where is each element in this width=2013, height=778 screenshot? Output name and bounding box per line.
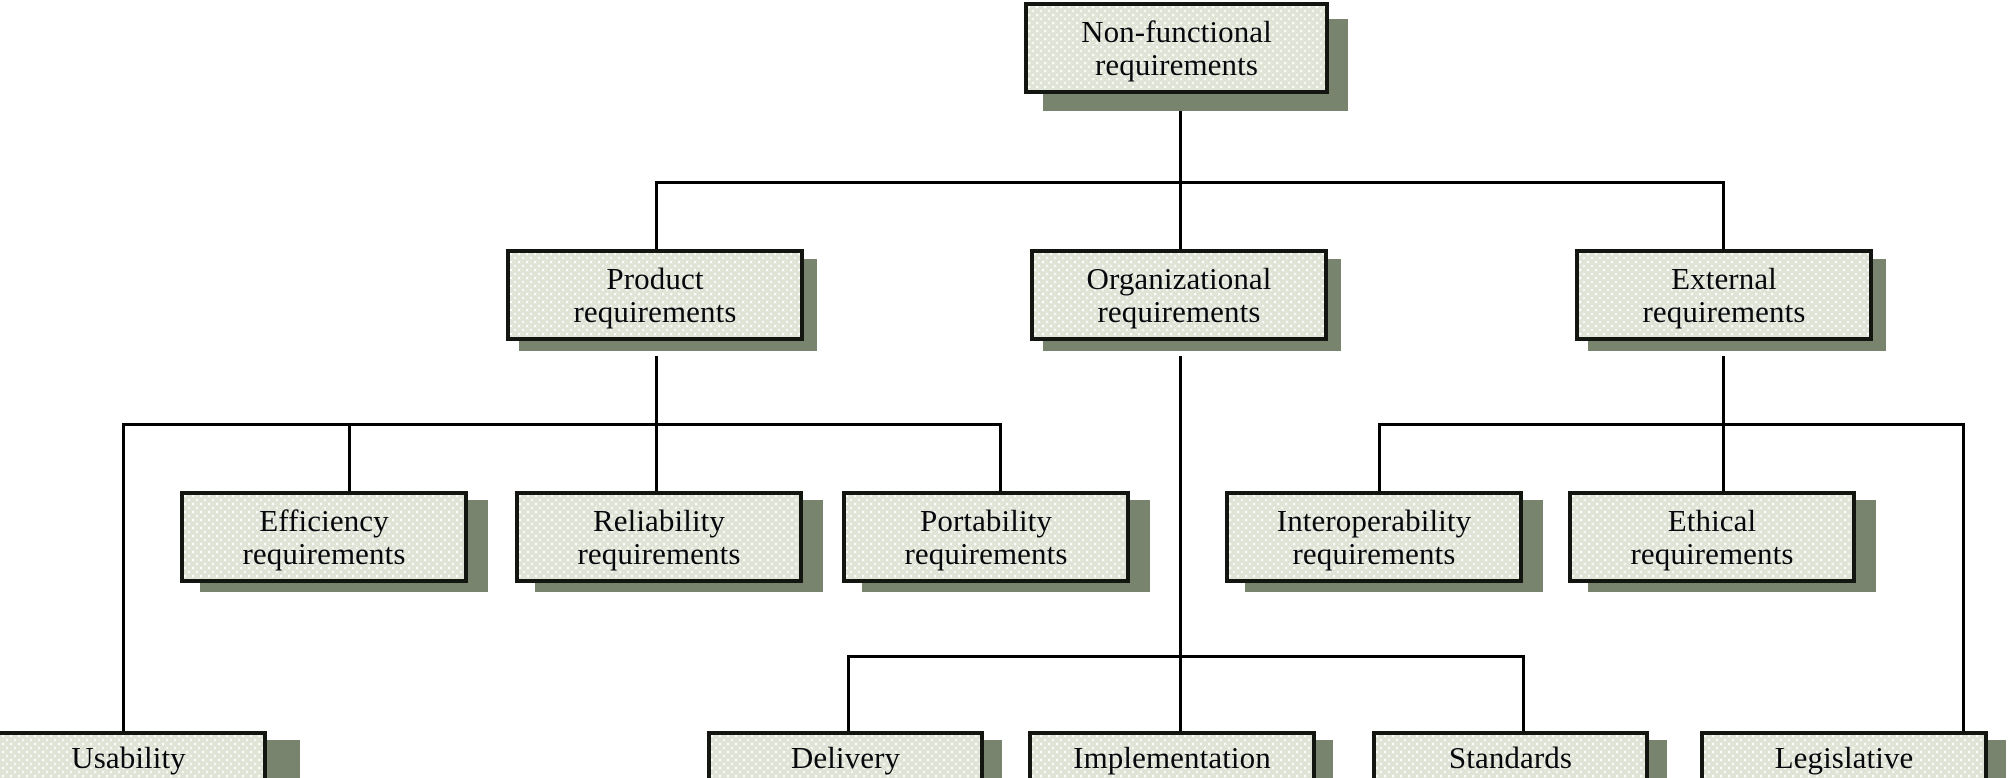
node-external-requirements[interactable]: External requirements (1575, 249, 1873, 341)
node-non-functional-requirements[interactable]: Non-functional requirements (1024, 2, 1329, 94)
connector-drop-efficiency (348, 423, 351, 491)
node-delivery-requirements[interactable]: Delivery (707, 731, 984, 778)
connector-drop-usability (122, 423, 125, 731)
node-label: Delivery (790, 740, 901, 775)
node-label: Portability requirements (904, 502, 1068, 571)
node-legislative-requirements[interactable]: Legislative (1700, 731, 1988, 778)
connector-drop-interoperability (1378, 423, 1381, 491)
connector-drop-reliability (655, 423, 658, 491)
connector-drop-standards (1522, 655, 1525, 731)
node-efficiency-requirements[interactable]: Efficiency requirements (180, 491, 468, 583)
connector-drop-implementation (1179, 655, 1182, 731)
node-usability-requirements[interactable]: Usability (0, 731, 267, 778)
node-organizational-requirements[interactable]: Organizational requirements (1030, 249, 1328, 341)
connector-external-bus (1378, 423, 1965, 426)
node-label: Efficiency requirements (242, 502, 406, 571)
node-label: Reliability requirements (577, 502, 741, 571)
connector-external-stem (1722, 356, 1725, 424)
connector-drop-legislative (1962, 423, 1965, 731)
connector-drop-external (1722, 181, 1725, 249)
node-product-requirements[interactable]: Product requirements (506, 249, 804, 341)
node-label: Organizational requirements (1086, 260, 1272, 329)
connector-root-stem (1179, 96, 1182, 184)
node-label: Product requirements (573, 260, 737, 329)
node-interoperability-requirements[interactable]: Interoperability requirements (1225, 491, 1523, 583)
node-label: Ethical requirements (1630, 502, 1794, 571)
node-implementation-requirements[interactable]: Implementation (1028, 731, 1316, 778)
node-label: Standards (1448, 740, 1573, 775)
connector-drop-delivery (847, 655, 850, 731)
node-label: Usability (71, 740, 186, 775)
node-portability-requirements[interactable]: Portability requirements (842, 491, 1130, 583)
connector-drop-organizational (1179, 181, 1182, 249)
connector-product-bus (122, 423, 1002, 426)
node-label: Implementation (1073, 740, 1271, 775)
node-standards-requirements[interactable]: Standards (1372, 731, 1649, 778)
node-label: Non-functional requirements (1081, 13, 1272, 82)
connector-organizational-stem (1179, 356, 1182, 656)
connector-drop-product (655, 181, 658, 249)
connector-organizational-bus (847, 655, 1525, 658)
connector-drop-portability (999, 423, 1002, 491)
node-reliability-requirements[interactable]: Reliability requirements (515, 491, 803, 583)
connector-product-stem (655, 356, 658, 424)
connector-drop-ethical (1722, 423, 1725, 491)
node-label: Legislative (1774, 740, 1914, 775)
connector-level1-bus (655, 181, 1725, 184)
node-label: External requirements (1642, 260, 1806, 329)
node-ethical-requirements[interactable]: Ethical requirements (1568, 491, 1856, 583)
node-label: Interoperability requirements (1276, 502, 1472, 571)
